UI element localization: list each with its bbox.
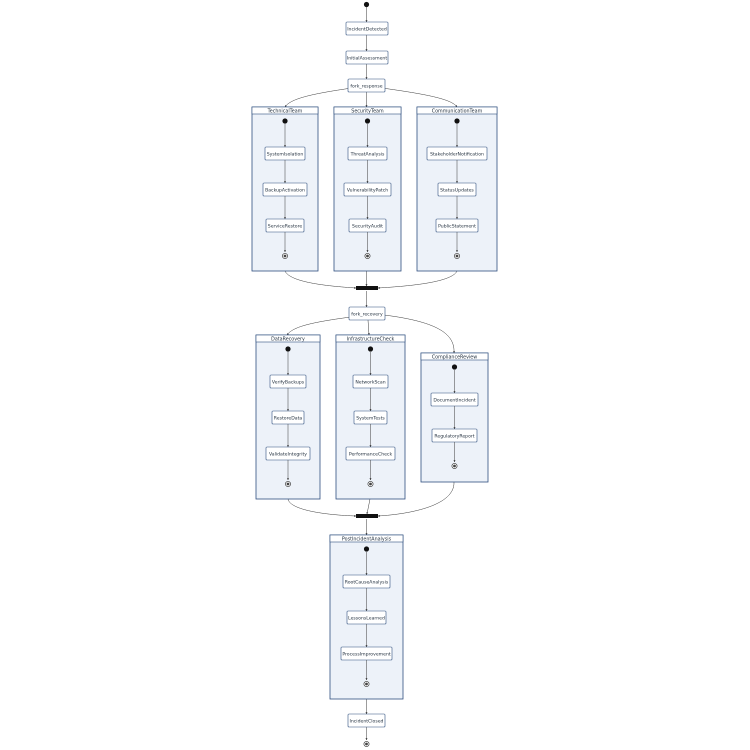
state-process-improvement[interactable]: ProcessImprovement	[340, 646, 393, 661]
state-label: SystemIsolation	[267, 151, 304, 157]
state-label: IncidentClosed	[350, 718, 384, 724]
state-verify-backups[interactable]: VerifyBackups	[269, 374, 307, 389]
cluster-title: PostIncidentAnalysis	[342, 537, 392, 543]
state-label: InitialAssessment	[347, 55, 387, 61]
state-label: SystemTests	[356, 415, 385, 421]
initial-state-dot	[364, 118, 371, 124]
edge-fork-response-communication-team	[381, 87, 458, 108]
state-label: BackupActivation	[265, 187, 305, 193]
state-label: ServiceRestore	[268, 223, 303, 229]
state-vulnerability-patch[interactable]: VulnerabilityPatch	[343, 182, 392, 197]
edges	[284, 6, 458, 741]
state-public-statement[interactable]: PublicStatement	[435, 218, 479, 233]
cluster-post-incident-analysis: PostIncidentAnalysis RootCauseAnalysis L…	[329, 534, 404, 700]
cluster-title: TechnicalTeam	[267, 109, 303, 115]
state-regulatory-report[interactable]: RegulatoryReport	[431, 428, 478, 443]
state-restore-data[interactable]: RestoreData	[271, 410, 305, 425]
cluster-technical-team: TechnicalTeam SystemIsolation BackupActi…	[251, 106, 319, 272]
state-system-tests[interactable]: SystemTests	[353, 410, 388, 425]
state-stakeholder-notification[interactable]: StakeholderNotification	[426, 146, 488, 161]
edge-infrastructure-check-join	[366, 498, 371, 515]
cluster-data-recovery: DataRecovery VerifyBackups RestoreData V…	[255, 334, 321, 500]
state-label: ValidateIntegrity	[269, 451, 307, 457]
initial-state-dot	[285, 346, 291, 352]
cluster-communication-team: CommunicationTeam StakeholderNotificatio…	[416, 106, 498, 272]
edge-data-recovery-join	[287, 498, 357, 517]
cluster-security-team: SecurityTeam ThreatAnalysis Vulnerabilit…	[333, 106, 402, 272]
cluster-title: InfrastructureCheck	[347, 337, 395, 343]
edge-fork-recovery-infrastructure-check	[367, 319, 370, 336]
cluster-title: ComplianceReview	[432, 355, 477, 361]
edge-fork-response-technical-team	[284, 87, 353, 108]
state-initial-assessment[interactable]: InitialAssessment	[345, 50, 389, 65]
final-state	[364, 253, 371, 259]
state-lessons-learned[interactable]: LessonsLearned	[346, 610, 387, 625]
state-label: IncidentDetected	[347, 26, 387, 32]
cluster-infrastructure-check: InfrastructureCheck NetworkScan SystemTe…	[335, 334, 406, 500]
state-fork-response[interactable]: fork_response	[347, 78, 386, 93]
final-state	[451, 463, 458, 469]
state-document-incident[interactable]: DocumentIncident	[430, 392, 479, 407]
state-fork-recovery[interactable]: fork_recovery	[348, 306, 386, 321]
state-service-restore[interactable]: ServiceRestore	[265, 218, 305, 233]
edge-communication-team-join	[377, 270, 458, 289]
final-state	[285, 481, 291, 487]
state-label: fork_response	[350, 83, 382, 89]
state-validate-integrity[interactable]: ValidateIntegrity	[265, 446, 311, 461]
state-label: PublicStatement	[438, 223, 476, 229]
state-security-audit[interactable]: SecurityAudit	[348, 218, 387, 233]
state-backup-activation[interactable]: BackupActivation	[262, 182, 308, 197]
cluster-compliance-review: ComplianceReview DocumentIncident Regula…	[420, 352, 489, 483]
state-label: LessonsLearned	[348, 615, 385, 621]
state-label: RegulatoryReport	[434, 433, 474, 439]
edge-fork-recovery-compliance-review	[383, 314, 456, 354]
state-label: RestoreData	[274, 415, 303, 421]
edge-technical-team-join	[284, 270, 357, 289]
final-state	[363, 681, 370, 687]
final-state	[282, 253, 288, 259]
state-label: StakeholderNotification	[430, 151, 484, 157]
initial-state-dot	[282, 118, 288, 124]
state-label: DocumentIncident	[433, 397, 476, 403]
final-state-dot	[363, 741, 370, 747]
state-incident-closed[interactable]: IncidentClosed	[347, 713, 386, 728]
cluster-title: DataRecovery	[271, 337, 305, 343]
initial-state-dot	[367, 346, 374, 352]
state-label: StatusUpdates	[440, 187, 474, 193]
final-state	[454, 253, 460, 259]
initial-state-dot	[451, 364, 458, 370]
state-root-cause-analysis[interactable]: RootCauseAnalysis	[342, 574, 391, 589]
state-label: PerformanceCheck	[349, 451, 393, 457]
join-bar-response	[356, 286, 378, 290]
state-label: fork_recovery	[351, 311, 383, 317]
state-label: ThreatAnalysis	[350, 151, 385, 157]
state-label: ProcessImprovement	[342, 651, 391, 657]
edge-compliance-review-join	[377, 481, 455, 517]
initial-state-dot	[363, 1, 370, 8]
initial-state-dot	[363, 546, 370, 552]
initial-state-dot	[454, 118, 460, 124]
state-label: NetworkScan	[355, 379, 385, 385]
state-label: VerifyBackups	[272, 379, 305, 385]
edge-fork-recovery-data-recovery	[286, 316, 352, 336]
state-label: SecurityAudit	[352, 223, 383, 229]
state-label: VulnerabilityPatch	[347, 187, 388, 193]
state-label: RootCauseAnalysis	[345, 579, 389, 585]
cluster-title: CommunicationTeam	[432, 109, 483, 115]
join-bar-recovery	[356, 514, 378, 518]
state-incident-detected[interactable]: IncidentDetected	[345, 21, 389, 36]
final-state	[367, 481, 374, 487]
state-network-scan[interactable]: NetworkScan	[352, 374, 389, 389]
state-threat-analysis[interactable]: ThreatAnalysis	[347, 146, 388, 161]
state-system-isolation[interactable]: SystemIsolation	[264, 146, 306, 161]
state-status-updates[interactable]: StatusUpdates	[437, 182, 477, 197]
state-performance-check[interactable]: PerformanceCheck	[345, 446, 396, 461]
cluster-title: SecurityTeam	[351, 109, 384, 115]
